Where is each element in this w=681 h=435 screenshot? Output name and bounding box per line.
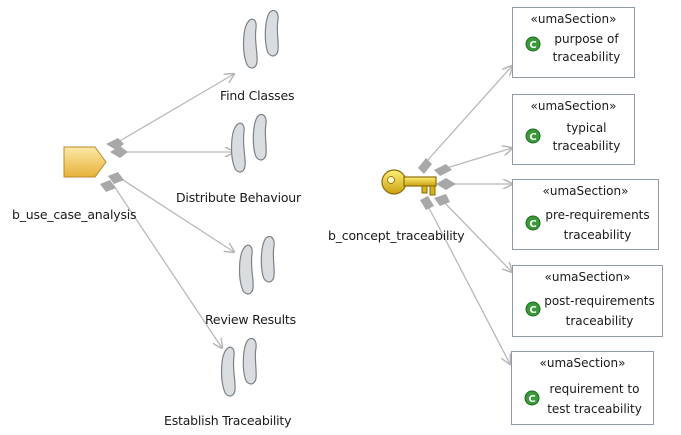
- class-c-icon: C: [525, 301, 541, 317]
- connector-establish-traceability: [113, 185, 222, 348]
- svg-text:C: C: [529, 305, 536, 316]
- uma-section-box[interactable]: «umaSection» C pre-requirements traceabi…: [512, 179, 659, 250]
- activity-name: b_use_case_analysis: [12, 207, 137, 222]
- activity-pentagon-icon: [63, 146, 107, 178]
- footprints-icon: [218, 337, 262, 406]
- svg-text:C: C: [529, 40, 536, 51]
- section-title-line1: pre-requirements: [545, 208, 650, 222]
- section-stereotype: «umaSection»: [530, 99, 617, 113]
- footprints-icon: [240, 9, 284, 78]
- section-stereotype: «umaSection»: [542, 184, 629, 198]
- key-icon: [381, 169, 437, 196]
- connector-find-classes: [117, 74, 234, 143]
- step-label: Distribute Behaviour: [176, 190, 301, 205]
- section-title-line1: purpose of: [554, 32, 619, 46]
- activity-node[interactable]: [63, 145, 107, 183]
- aggregation-head: [420, 196, 434, 210]
- uma-section-box[interactable]: «umaSection» C typical traceability: [512, 94, 635, 165]
- section-title-line2: traceability: [565, 314, 634, 328]
- section-title-line1: requirement to: [549, 382, 640, 396]
- aggregation-head: [110, 146, 128, 158]
- section-title-line1: post-requirements: [544, 294, 655, 308]
- connector-review-results: [119, 177, 234, 252]
- step-label: Establish Traceability: [164, 413, 292, 428]
- connector-section-5: [427, 205, 510, 364]
- aggregation-head: [100, 180, 116, 192]
- aggregation-head: [434, 194, 450, 206]
- footprints-icon: [236, 235, 280, 304]
- concept-name: b_concept_traceability: [328, 228, 465, 243]
- svg-text:C: C: [529, 219, 536, 230]
- section-title-line2: test traceability: [547, 402, 642, 416]
- connector-section-1: [425, 66, 512, 163]
- uma-section-box[interactable]: «umaSection» C purpose of traceability: [512, 7, 635, 78]
- class-c-icon: C: [525, 215, 541, 231]
- section-title-line2: traceability: [552, 139, 621, 153]
- concept-node[interactable]: [380, 162, 440, 210]
- uma-section-box[interactable]: «umaSection» C requirement to test trace…: [511, 351, 654, 425]
- aggregation-head: [108, 172, 124, 184]
- connector-section-4: [439, 197, 512, 272]
- section-stereotype: «umaSection»: [544, 270, 631, 284]
- svg-text:C: C: [529, 132, 536, 143]
- step-label: Find Classes: [220, 88, 295, 103]
- aggregation-head: [434, 164, 452, 176]
- footprints-icon: [228, 113, 272, 182]
- step-label: Review Results: [205, 312, 296, 327]
- svg-text:C: C: [528, 394, 535, 405]
- section-title-line2: traceability: [563, 228, 632, 242]
- section-stereotype: «umaSection»: [530, 12, 617, 26]
- aggregation-head: [436, 178, 456, 190]
- class-c-icon: C: [524, 390, 540, 406]
- section-stereotype: «umaSection»: [539, 356, 626, 370]
- section-title-line2: traceability: [552, 50, 621, 64]
- connector-section-2: [439, 148, 512, 171]
- aggregation-head: [418, 158, 432, 174]
- class-c-icon: C: [525, 128, 541, 144]
- uma-section-box[interactable]: «umaSection» C post-requirements traceab…: [512, 265, 663, 337]
- section-title-line1: typical: [566, 121, 607, 135]
- class-c-icon: C: [525, 36, 541, 52]
